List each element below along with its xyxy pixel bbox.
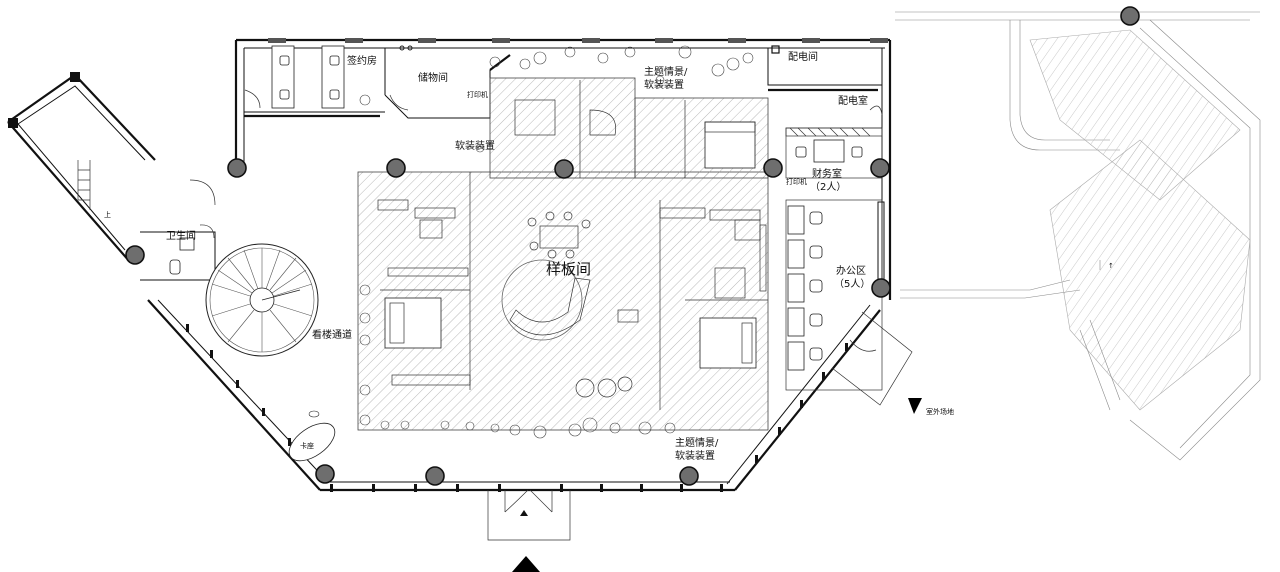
power-room-label: 配电间 [788,50,818,63]
spiral-stair [205,243,319,357]
outdoor-arrow-icon [908,398,922,414]
sample-room-label: 样板间 [546,260,591,278]
washroom-label: 卫生间 [166,229,196,242]
finance-count-label: （2人） [810,181,846,193]
side-exit [831,311,913,406]
stair-up-label: 上 [104,210,111,219]
theme-top-label-1: 主题情景/ [644,65,688,78]
entrance-arrow-icon [512,556,540,572]
power-room2-label: 配电室 [838,94,868,107]
left-stair-wing: 上 [7,72,156,263]
theme-bottom-label-1: 主题情景/ [675,436,719,449]
svg-text:↑: ↑ [1108,262,1114,270]
room-labels: 签约房 储物间 主题情景/ 软装装置 配电间 配电室 打印机 软装装置 财务室 … [166,50,870,462]
main-entrance [487,489,571,541]
booth-label: 卡座 [300,441,314,450]
theme-bottom-label-2: 软装装置 [675,449,715,462]
external-stair-structure: ↑ [895,11,1261,461]
office-count-label: （5人） [834,278,870,290]
soft-install-label: 软装装置 [455,139,495,152]
sample-room [357,77,769,431]
booth [288,410,336,462]
signing-room-label: 签约房 [347,54,377,67]
office-area-label: 办公区 [836,264,866,277]
outdoor-label: 室外场地 [926,407,954,416]
theme-top-label-2: 软装装置 [644,78,684,91]
top-rooms [244,45,885,391]
printer-top-label: 打印机 [467,90,488,99]
columns [125,6,1140,486]
printer-right-label: 打印机 [786,177,807,186]
storage-label: 储物间 [418,71,448,84]
washroom-area [140,179,216,281]
finance-room-label: 财务室 [812,167,842,180]
loft-passage-label: 看楼通道 [312,328,352,341]
